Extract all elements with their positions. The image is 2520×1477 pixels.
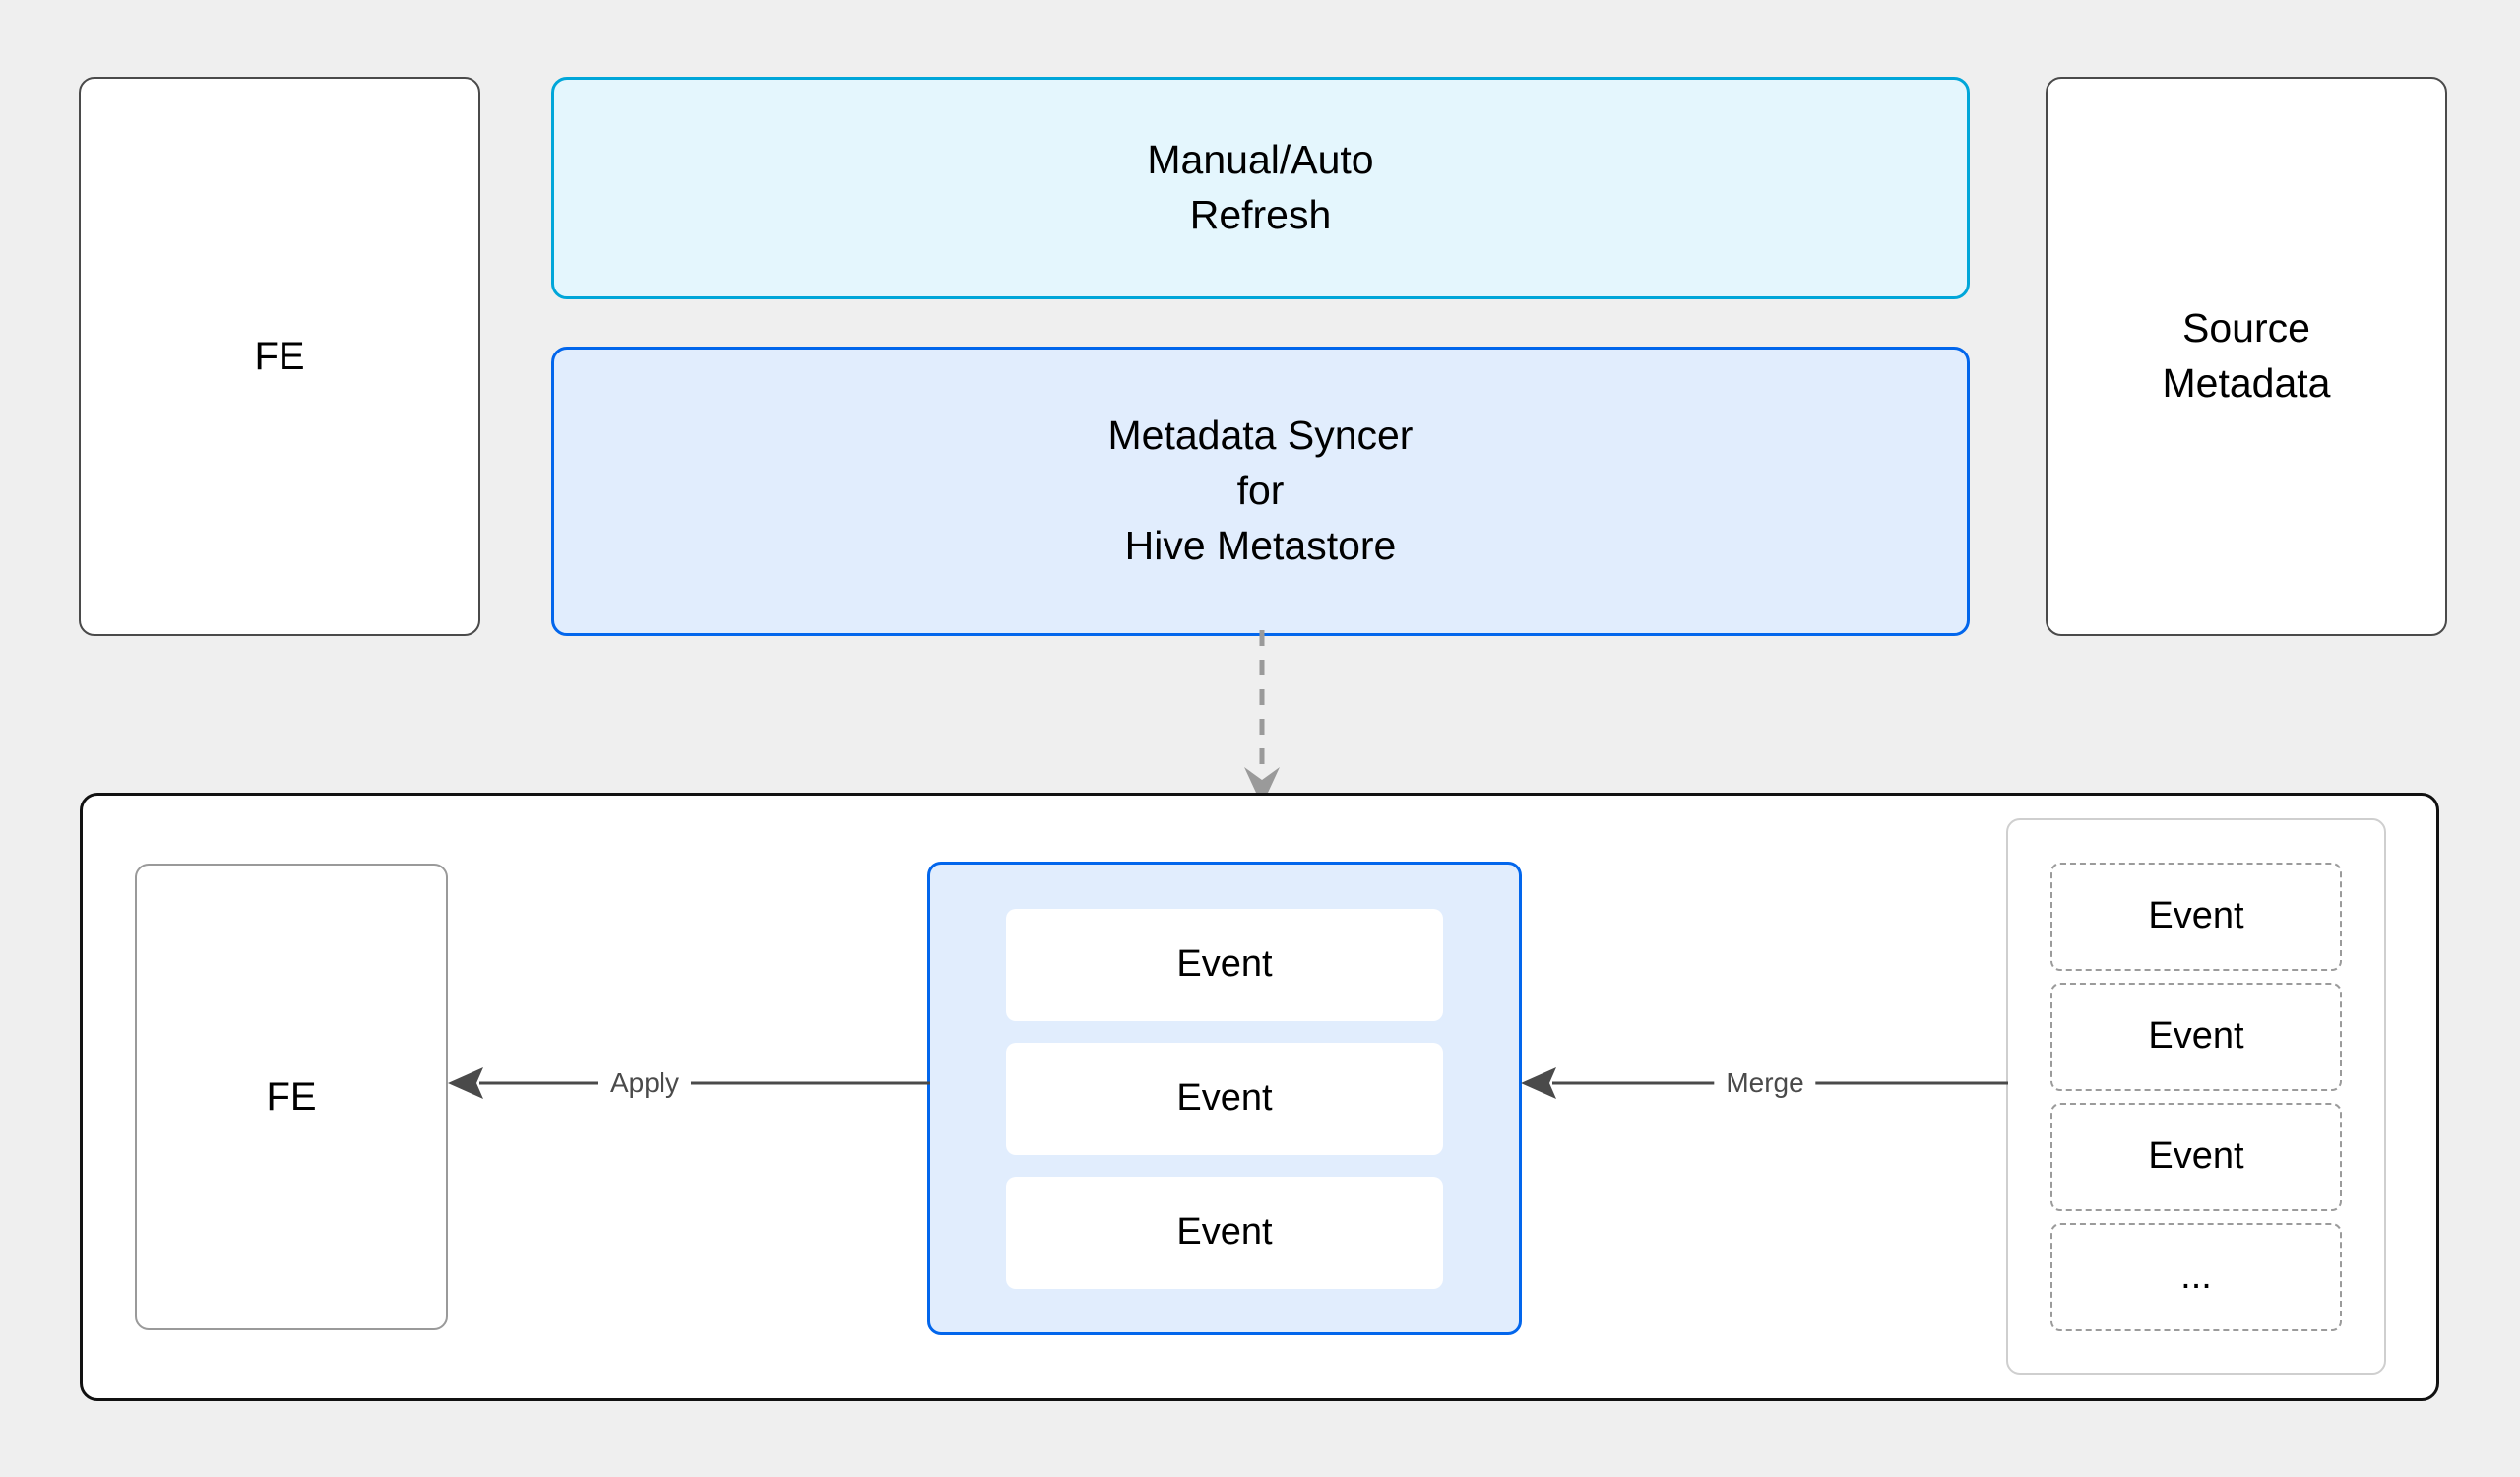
syncer-label-line-1: Metadata Syncer: [1107, 413, 1414, 459]
metadata-syncer-node: Metadata Syncer for Hive Metastore: [551, 347, 1970, 636]
source-event-card-label: ...: [2180, 1255, 2212, 1297]
event-card-label: Event: [1176, 943, 1273, 985]
frontend-node-top-label: FE: [254, 334, 305, 378]
source-event-card: Event: [2050, 982, 2342, 1091]
source-event-card-ellipsis: ...: [2050, 1222, 2342, 1331]
frontend-node-bottom: FE: [135, 864, 448, 1330]
source-event-card-label: Event: [2148, 895, 2244, 936]
event-card: Event: [1006, 1042, 1443, 1155]
source-event-list: Event Event Event ...: [2006, 818, 2386, 1375]
event-card: Event: [1006, 908, 1443, 1021]
refresh-label-line-1: Manual/Auto: [1147, 137, 1374, 183]
refresh-label-line-2: Refresh: [1189, 192, 1332, 237]
source-label-line-1: Source: [2182, 305, 2310, 352]
apply-arrow-icon: [448, 1067, 930, 1099]
source-event-card: Event: [2050, 1102, 2342, 1211]
event-queue-node: Event Event Event: [927, 862, 1522, 1335]
event-card-label: Event: [1176, 1077, 1273, 1119]
dashed-down-arrow-icon: [1244, 630, 1280, 805]
event-card-label: Event: [1176, 1211, 1273, 1252]
syncer-label-line-2: for: [1236, 468, 1285, 514]
source-label-line-2: Metadata: [2162, 360, 2331, 406]
event-card: Event: [1006, 1176, 1443, 1289]
frontend-node-bottom-label: FE: [266, 1074, 317, 1119]
manual-auto-refresh-node: Manual/Auto Refresh: [551, 77, 1970, 299]
source-metadata-node: Source Metadata: [2046, 77, 2447, 636]
source-event-card-label: Event: [2148, 1135, 2244, 1177]
source-event-card: Event: [2050, 862, 2342, 971]
apply-arrow-label: Apply: [598, 1069, 692, 1097]
source-event-card-label: Event: [2148, 1015, 2244, 1057]
syncer-label-line-3: Hive Metastore: [1124, 522, 1397, 568]
merge-arrow-label: Merge: [1714, 1069, 1816, 1097]
frontend-node-top: FE: [79, 77, 480, 636]
